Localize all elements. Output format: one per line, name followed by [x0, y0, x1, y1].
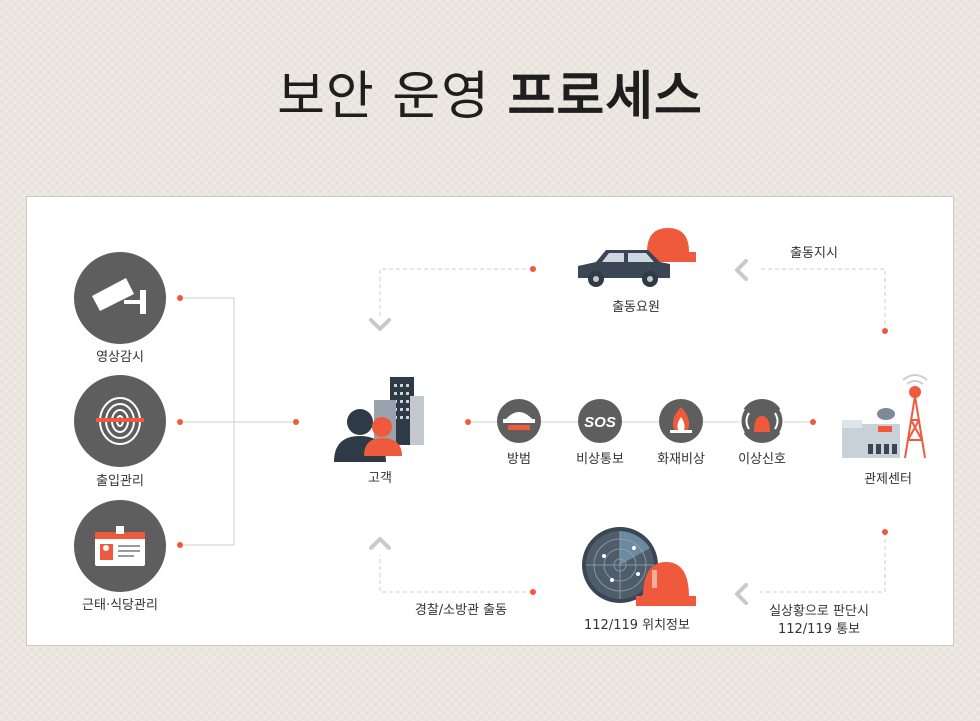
location-label: 112/119 위치정보 — [584, 618, 690, 633]
flow-chevrons — [369, 259, 748, 605]
title-bold: 프로세스 — [507, 67, 703, 127]
patrol-car-siren-icon — [578, 228, 696, 287]
cctv-camera-icon — [74, 252, 166, 344]
top-return-line — [379, 268, 533, 318]
event-label-emergency: 비상통보 — [576, 452, 624, 467]
id-card-icon — [74, 500, 166, 592]
customer-building-icon — [334, 377, 424, 462]
dispatch-label: 출동요원 — [612, 300, 660, 315]
report-label-line1: 실상황으로 판단시 — [769, 604, 869, 619]
control-center-label: 관제센터 — [864, 472, 912, 487]
signal-alarm-icon — [739, 399, 785, 443]
radar-siren-icon — [582, 527, 696, 606]
fire-icon — [659, 399, 703, 443]
chevron-left-icon — [735, 259, 748, 281]
bottom-report-line — [760, 532, 886, 593]
sos-text: SOS — [584, 414, 616, 431]
chevron-up-icon — [369, 537, 391, 550]
title-light: 보안 운영 — [277, 67, 490, 127]
customer-label: 고객 — [368, 471, 392, 486]
report-label-line2: 112/119 통보 — [777, 622, 861, 637]
event-label-signal: 이상신호 — [738, 452, 786, 467]
source-label-cctv: 영상감시 — [96, 350, 144, 365]
page-title: 보안 운영 프로세스 — [0, 66, 980, 128]
chevron-down-icon — [369, 318, 391, 331]
bottom-return-line — [379, 555, 533, 593]
dashed-flow-lines — [379, 268, 886, 593]
chevron-left-icon — [735, 583, 748, 605]
control-center-antenna-icon — [842, 374, 928, 459]
source-label-attendance: 근태·식당관리 — [82, 598, 158, 613]
dispatch-instruction-label: 출동지시 — [790, 246, 838, 261]
police-fire-label: 경찰/소방관 출동 — [414, 603, 508, 618]
connector-dots — [177, 266, 888, 595]
event-label-burglary: 방범 — [507, 452, 531, 467]
event-label-fire: 화재비상 — [657, 452, 705, 467]
sos-icon: SOS — [578, 399, 622, 443]
source-label-access: 출입관리 — [96, 474, 144, 489]
burglar-mask-icon — [497, 399, 541, 443]
top-instruction-line — [760, 268, 886, 331]
connector-lines — [180, 297, 813, 546]
fingerprint-icon — [74, 375, 166, 467]
